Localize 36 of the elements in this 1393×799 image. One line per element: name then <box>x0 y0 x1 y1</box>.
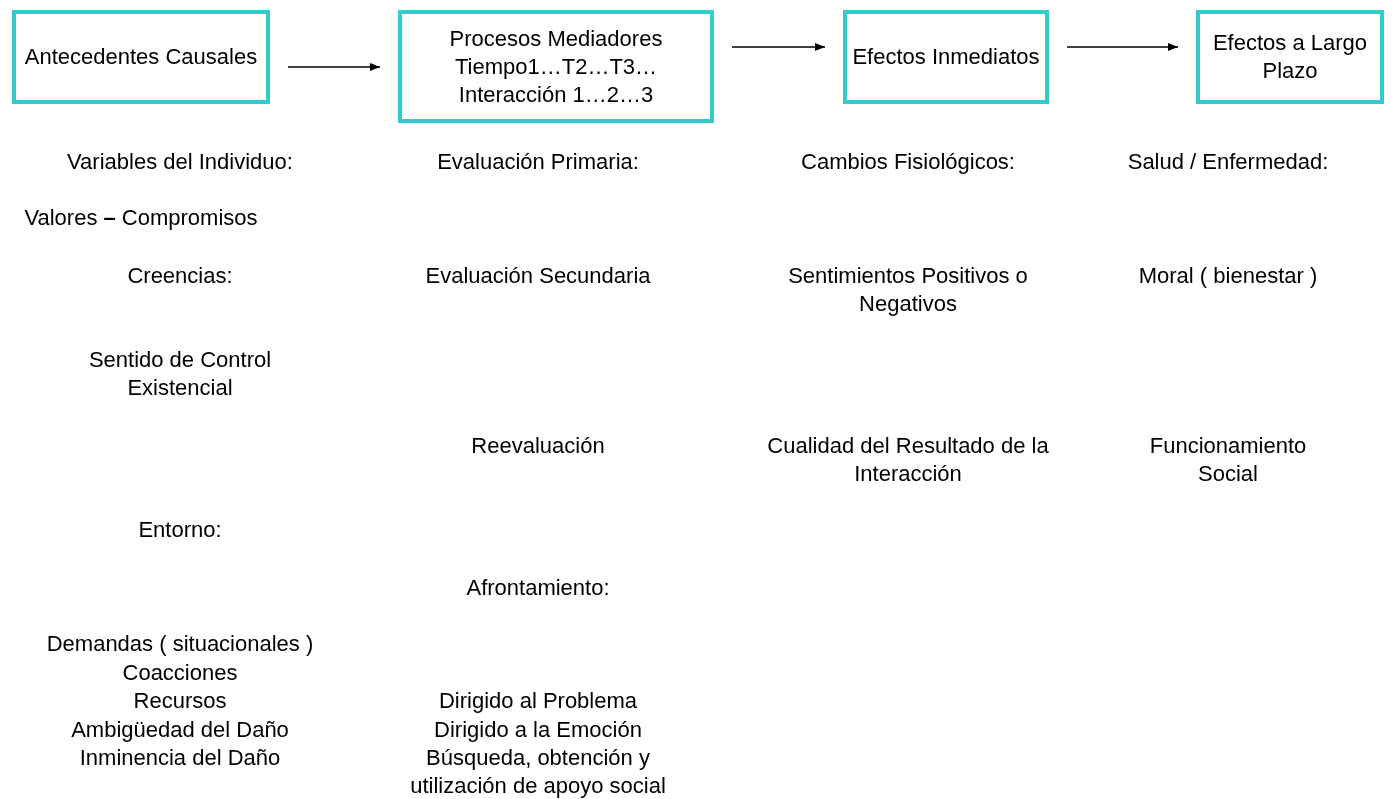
column-text: Evaluación Primaria: <box>436 148 640 176</box>
box-text: Antecedentes Causales <box>24 43 258 71</box>
column-text: Inminencia del Daño <box>78 744 282 772</box>
box-text: Procesos Mediadores <box>449 24 663 53</box>
column-text: Creencias: <box>126 262 234 290</box>
column-text: Valores – Compromisos <box>23 204 259 232</box>
column-text: Variables del Individuo: <box>66 148 294 176</box>
box-text: Interacción 1…2…3 <box>458 80 654 109</box>
arrow <box>1066 43 1179 51</box>
column-text: Entorno: <box>137 516 223 544</box>
column-text: Recursos <box>132 687 228 715</box>
process-box <box>12 10 270 104</box>
column-text: Salud / Enfermedad: <box>1126 148 1330 176</box>
box-text: Tiempo1…T2…T3… <box>454 52 658 81</box>
box-text: Efectos a Largo Plazo <box>1211 29 1369 85</box>
column-text: Afrontamiento: <box>465 574 611 602</box>
column-text: Sentimientos Positivos o Negativos <box>787 262 1029 318</box>
column-text: Evaluación Secundaria <box>424 262 652 290</box>
process-box <box>843 10 1049 104</box>
arrow <box>731 43 826 51</box>
column-text: Cambios Fisiológicos: <box>800 148 1016 176</box>
box-text: Efectos Inmediatos <box>852 43 1040 71</box>
process-box <box>398 10 714 123</box>
column-text: Funcionamiento Social <box>1148 432 1308 488</box>
column-text: Cualidad del Resultado de la Interacción <box>766 432 1050 488</box>
column-text: Dirigido a la Emoción <box>433 716 643 744</box>
column-text: Dirigido al Problema <box>437 687 639 715</box>
column-text: Sentido de Control Existencial <box>87 346 273 402</box>
column-text: Reevaluación <box>470 432 606 460</box>
arrow <box>287 63 381 71</box>
column-text: Demandas ( situacionales ) <box>45 630 315 658</box>
column-text: Moral ( bienestar ) <box>1137 262 1319 290</box>
column-text: Ambigüedad del Daño <box>70 716 290 744</box>
column-text: Búsqueda, obtención y utilización de apoyo social <box>409 744 667 799</box>
column-text: Coacciones <box>121 659 239 687</box>
process-box <box>1196 10 1384 104</box>
